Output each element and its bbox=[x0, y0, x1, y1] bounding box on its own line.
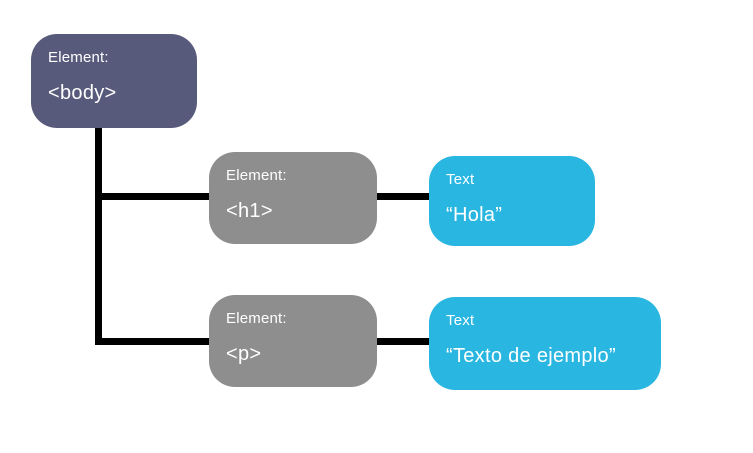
node-text-hola: Text “Hola” bbox=[429, 156, 595, 246]
node-type-label: Text bbox=[446, 312, 475, 329]
node-value-label: <h1> bbox=[226, 200, 273, 222]
node-type-label: Text bbox=[446, 171, 475, 188]
connector-body-to-h1 bbox=[95, 193, 213, 200]
connector-h1-to-text bbox=[374, 193, 432, 200]
node-type-label: Element: bbox=[226, 167, 287, 184]
node-element-body: Element: <body> bbox=[31, 34, 197, 128]
connector-body-vertical bbox=[95, 124, 102, 345]
node-type-label: Element: bbox=[226, 310, 287, 327]
node-element-h1: Element: <h1> bbox=[209, 152, 377, 244]
connector-body-to-p bbox=[95, 338, 213, 345]
node-value-label: “Hola” bbox=[446, 204, 503, 226]
node-type-label: Element: bbox=[48, 49, 109, 66]
node-element-p: Element: <p> bbox=[209, 295, 377, 387]
node-value-label: “Texto de ejemplo” bbox=[446, 345, 616, 367]
node-value-label: <p> bbox=[226, 343, 262, 365]
connector-p-to-text bbox=[374, 338, 432, 345]
node-text-texto: Text “Texto de ejemplo” bbox=[429, 297, 661, 390]
node-value-label: <body> bbox=[48, 82, 117, 104]
